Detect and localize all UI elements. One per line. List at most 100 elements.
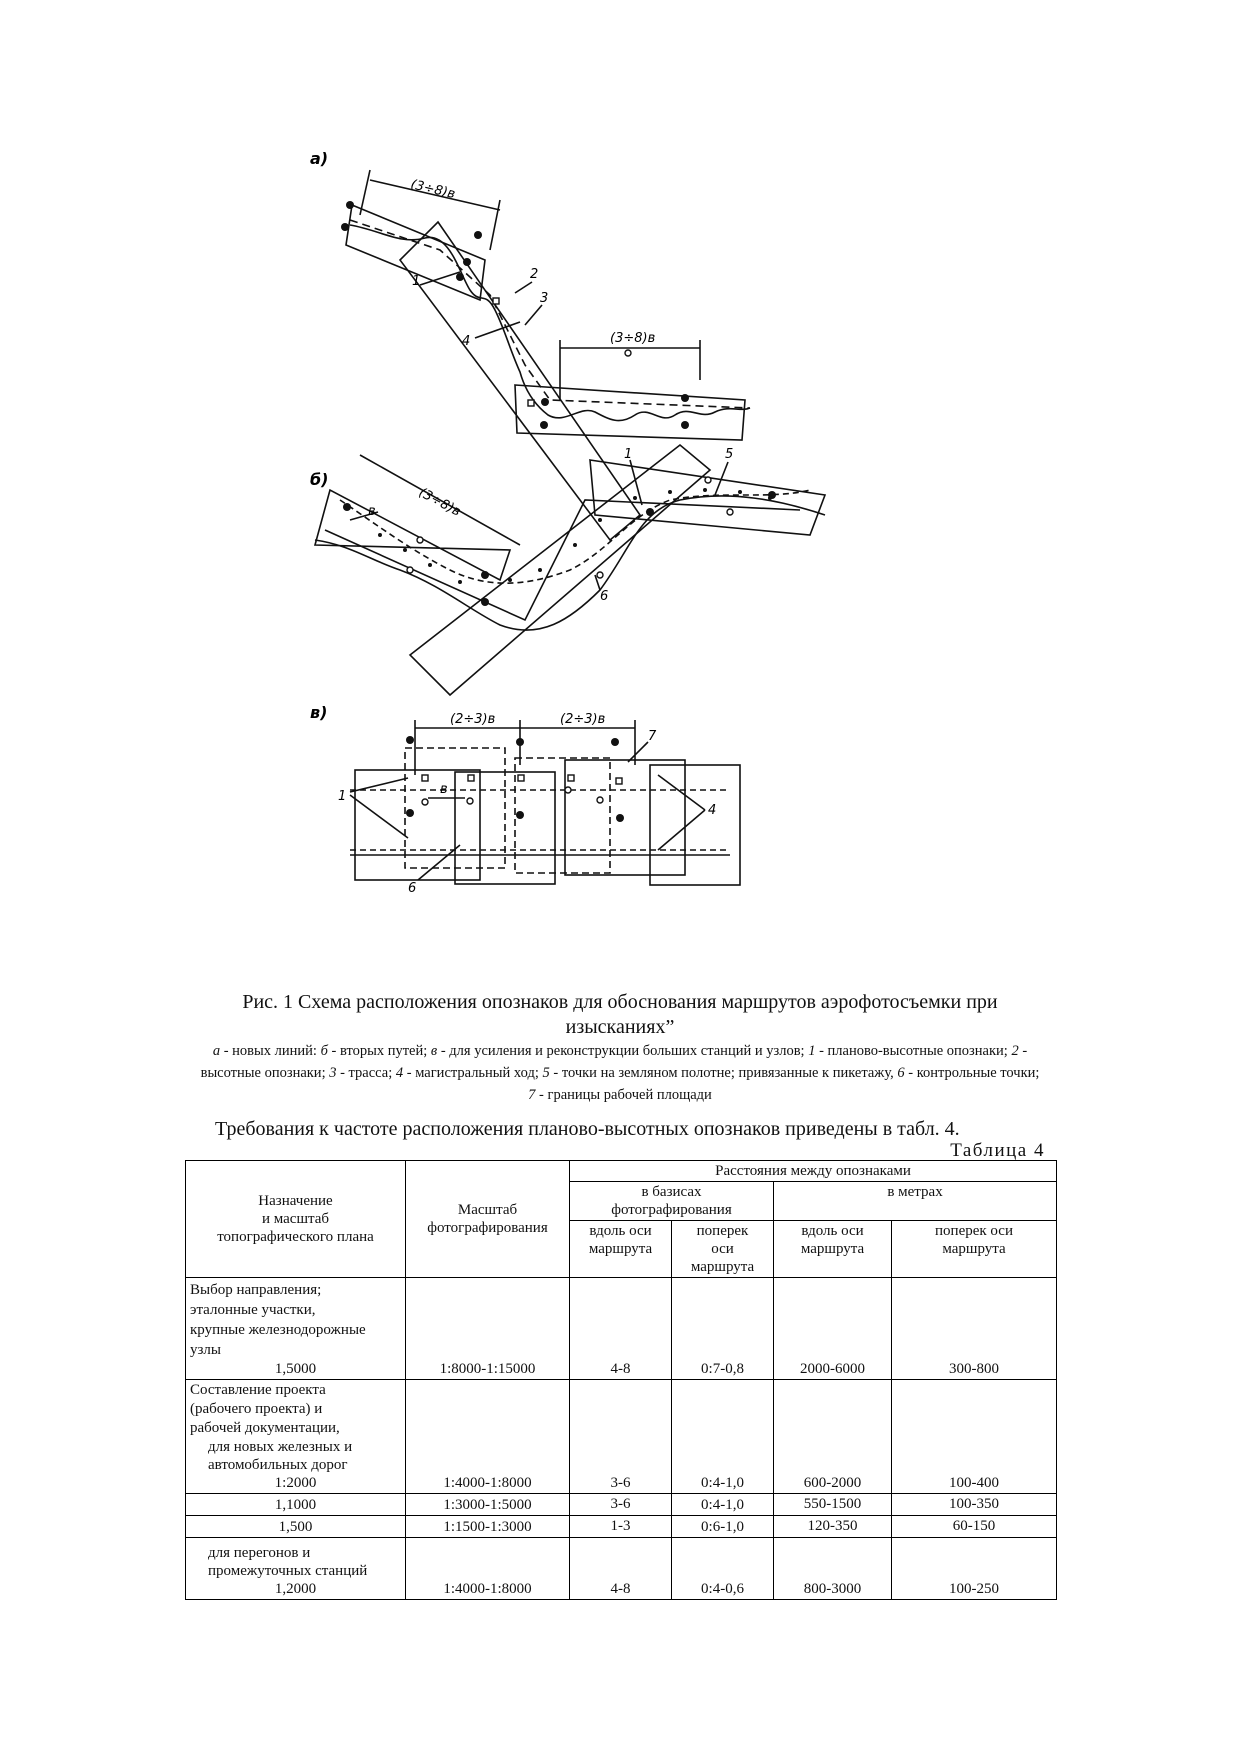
legend-key: 2 [1011,1043,1019,1059]
table-row: для перегонов и промежуточных станций 1,… [185,1537,1058,1600]
header-meters: в метрах [772,1181,1058,1221]
table-label: Таблица 4 [950,1140,1045,1161]
intro-paragraph: Требования к частоте расположения планов… [215,1118,960,1140]
requirements-table: Назначение и масштаб топографического пл… [185,1160,1058,1600]
row-subdescription: для новых железных и автомобильных дорог [208,1439,353,1473]
legend-text: - для усиления и реконструкции больших с… [437,1043,809,1059]
legend-key: 6 [897,1065,905,1081]
row-description: Составление проекта (рабочего проекта) и… [190,1382,340,1436]
row-along-bases: 1-3 [569,1515,672,1538]
legend-key: 3 [329,1065,337,1081]
panel-a [345,169,751,542]
row-across-meters: 100-400 [890,1379,1058,1494]
row-across-bases: 0:4-1,0 [671,1379,774,1494]
row-plan-scale: 1:2000 [274,1475,317,1491]
legend-text: - границы рабочей площади [535,1087,712,1103]
row-photo-scale: 1:1500-1:3000 [405,1515,570,1538]
panel-b [313,443,827,697]
row-across-meters: 100-350 [890,1493,1058,1516]
route-scheme-drawing: а) б) в) (3÷8)в (3÷8)в 1 2 3 4 (3÷8)в в … [310,149,827,896]
legend-key: 4 [395,1065,404,1081]
header-distances: Расстояния между опознаками [568,1160,1058,1182]
row-plan-scale: 1,2000 [274,1581,317,1597]
dim-label: (2÷3)в [450,712,495,727]
header-across-meters: поперек оси маршрута [890,1220,1058,1278]
callout-label: 4 [708,803,716,818]
callout-label: 1 [412,274,420,289]
row-along-bases: 3-6 [569,1379,672,1494]
header-across-bases: поперек оси маршрута [671,1220,774,1278]
row-plan-scale: 1,1000 [185,1493,406,1516]
dim-label: в [440,782,448,797]
row-photo-scale: 1:4000-1:8000 [405,1537,570,1600]
legend-key: 1 [808,1043,816,1059]
panel-c [349,720,741,886]
legend-text: - планово-высотные опознаки; [815,1043,1012,1059]
header-along-meters: вдоль оси маршрута [773,1220,892,1278]
header-along-bases: вдоль оси маршрута [569,1220,672,1278]
row-along-meters: 600-2000 [773,1379,892,1494]
row-plan-scale: 1,500 [185,1515,406,1538]
row-along-meters: 800-3000 [773,1537,892,1600]
legend-key: 7 [528,1087,536,1103]
header-scale: Масштаб фотографирования [405,1160,570,1278]
header-bases: в базисах фотографирования [569,1181,774,1221]
row-plan-scale: 1,5000 [274,1361,317,1377]
row-across-meters: 100-250 [890,1537,1058,1600]
row-along-meters: 550-1500 [773,1493,892,1516]
row-along-meters: 120-350 [773,1515,892,1538]
legend-text: - контрольные точки; [904,1065,1040,1081]
callout-label: 1 [624,447,632,462]
legend-text: - трасса; [336,1065,396,1081]
legend-text: - вторых путей; [327,1043,431,1059]
panel-c-label: в) [310,703,327,722]
row-purpose: Составление проекта (рабочего проекта) и… [185,1379,406,1494]
row-photo-scale: 1:3000-1:5000 [405,1493,570,1516]
row-purpose: Выбор направления; эталонные участки, кр… [185,1277,406,1380]
callout-label: 2 [530,267,538,282]
dim-label: (2÷3)в [560,712,605,727]
dim-label: (3÷8)в [416,485,463,519]
callout-label: 3 [540,291,548,306]
legend-key: а [212,1043,221,1059]
legend-text: - новых линий: [220,1043,321,1059]
callout-label: 6 [600,589,608,604]
legend-text: - высотные опознаки; [200,1043,1028,1081]
callout-label: 1 [338,789,346,804]
legend-key: б [320,1043,328,1059]
row-description: Выбор направления; эталонные участки, кр… [190,1282,366,1358]
row-purpose: для перегонов и промежуточных станций 1,… [185,1537,406,1600]
row-along-bases: 3-6 [569,1493,672,1516]
figure-caption-title: Рис. 1 Схема расположения опознаков для … [242,991,998,1038]
callout-label: 6 [408,881,416,896]
legend-key: в [430,1043,438,1059]
route-scheme-figure: а) б) в) (3÷8)в (3÷8)в 1 2 3 4 (3÷8)в в … [310,149,890,980]
panel-a-label: а) [310,150,328,168]
dim-label: в [368,504,376,519]
figure-caption-legend: а - новых линий: б - вторых путей; в - д… [200,1040,1040,1106]
callout-label: 4 [462,334,470,349]
row-across-bases: 0:4-0,6 [671,1537,774,1600]
row-along-bases: 4-8 [569,1537,672,1600]
row-along-meters: 2000-6000 [773,1277,892,1380]
row-across-bases: 0:7-0,8 [671,1277,774,1380]
row-photo-scale: 1:8000-1:15000 [405,1277,570,1380]
header-purpose: Назначение и масштаб топографического пл… [185,1160,406,1278]
dim-label: (3÷8)в [409,177,456,202]
row-photo-scale: 1:4000-1:8000 [405,1379,570,1494]
callout-label: 7 [648,729,657,744]
table-row: 1,500 1:1500-1:3000 1-3 0:6-1,0 120-350 … [185,1515,1058,1538]
legend-text: - магистральный ход; [403,1065,543,1081]
panel-b-label: б) [310,470,328,489]
row-subdescription: для перегонов и промежуточных станций [208,1545,368,1579]
row-across-meters: 300-800 [890,1277,1058,1380]
table-row: Составление проекта (рабочего проекта) и… [185,1379,1058,1494]
table-row: Выбор направления; эталонные участки, кр… [185,1277,1058,1380]
row-across-meters: 60-150 [890,1515,1058,1538]
row-across-bases: 0:4-1,0 [671,1493,774,1516]
callout-label: 5 [725,447,733,462]
table-row: 1,1000 1:3000-1:5000 3-6 0:4-1,0 550-150… [185,1493,1058,1516]
dim-label: (3÷8)в [610,331,655,346]
row-along-bases: 4-8 [569,1277,672,1380]
legend-key: 5 [542,1065,550,1081]
